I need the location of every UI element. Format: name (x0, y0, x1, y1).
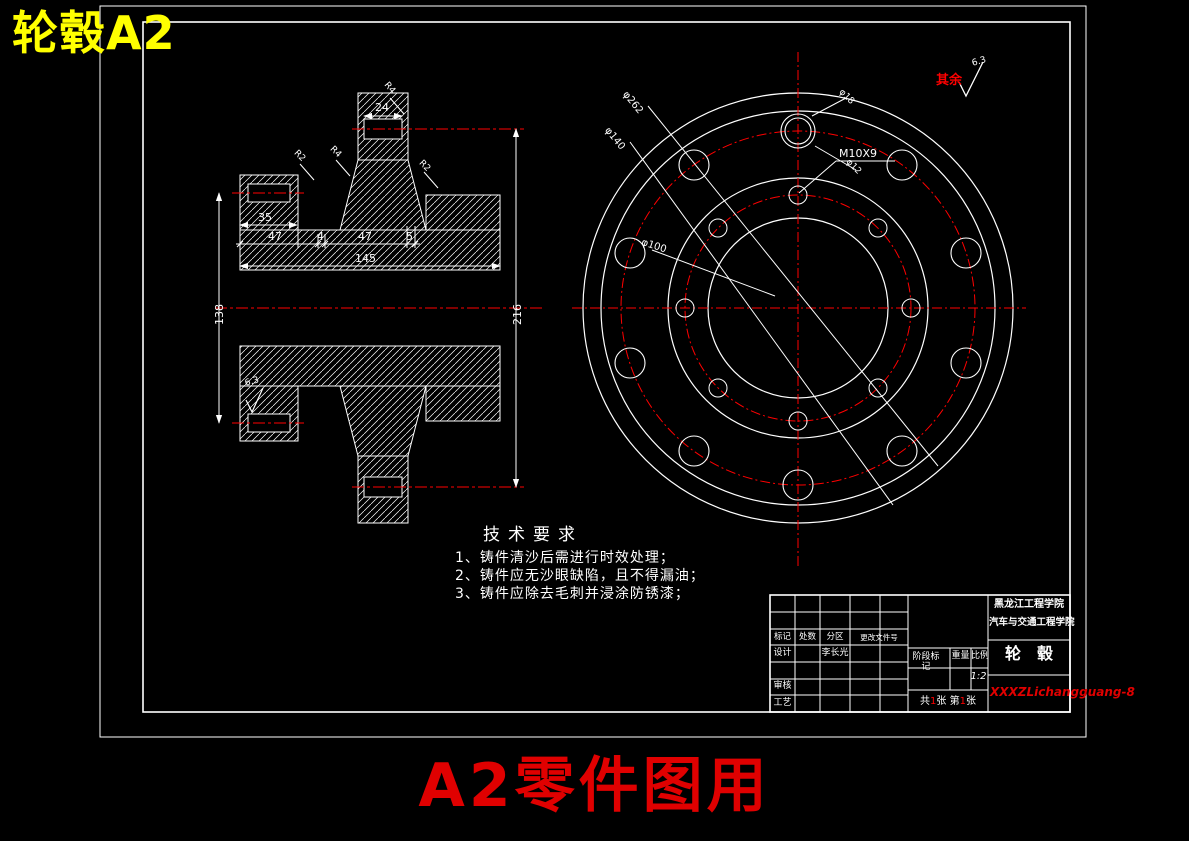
label-thread-spec: M10X9 (839, 147, 878, 160)
tech-requirement-item: 1、铸件清沙后需进行时效处理； (455, 550, 675, 566)
title-block-grid (769, 594, 1071, 713)
dim-seg3: 47 (358, 230, 372, 243)
titleblock-mark-label: 标记 (773, 632, 791, 642)
default-roughness-icon (958, 61, 984, 98)
tech-requirement-item: 3、铸件应除去毛刺并浸涂防锈漆； (455, 586, 690, 602)
dim-left-height: 138 (213, 304, 226, 325)
titleblock-designer-name: 李长光 (821, 648, 849, 658)
titleblock-weight-label: 重量 (951, 651, 970, 661)
dim-total-length: 145 (355, 252, 376, 265)
titleblock-design-label: 设计 (773, 648, 792, 658)
dim-seg1: 47 (268, 230, 282, 243)
titleblock-sheet-count: 共1张 第1张 (908, 697, 988, 707)
dim-seg2: 4 (317, 230, 324, 243)
sheet-border (99, 5, 1087, 738)
tech-requirements-title: 技术要求 (483, 525, 583, 545)
sheet-page-prefix: 第 (949, 696, 960, 707)
sheet-total-prefix: 共 (920, 696, 931, 707)
dim-boss-width: 24 (375, 101, 389, 114)
titleblock-process-label: 工艺 (773, 698, 792, 708)
surface-note-prefix: 其余 (936, 73, 963, 88)
titleblock-signature: XXXZLichangguang-8 (990, 685, 1135, 699)
titleblock-stage-label: 阶段标记 (912, 652, 940, 673)
sheet-page-unit: 张 (965, 696, 976, 707)
titleblock-scale-value: 1:2 (970, 671, 987, 682)
titleblock-school-line1: 黑龙江工程学院 (994, 599, 1064, 610)
front-view-art (572, 52, 1026, 568)
titleblock-scale-label: 比例 (971, 651, 990, 661)
tech-requirement-item: 2、铸件应无沙眼缺陷，且不得漏油； (455, 568, 705, 584)
sheet-size-label: 轮毂A2 (12, 6, 176, 60)
dim-flange-width: 35 (258, 211, 272, 224)
section-view-art (215, 92, 545, 524)
dim-seg4: 5 (406, 230, 413, 243)
titleblock-count-label: 处数 (798, 632, 816, 642)
titleblock-school-line2: 汽车与交通工程学院 (989, 617, 1075, 628)
sheet-total-unit: 张 (936, 696, 947, 707)
titleblock-zone-label: 分区 (826, 632, 844, 642)
surface-finish-icon (245, 387, 264, 414)
sheet-page-num: 1 (959, 696, 966, 707)
drawing-caption: A2零件图用 (418, 751, 771, 821)
titleblock-part-name: 轮毂 (1004, 644, 1069, 663)
titleblock-check-label: 审核 (773, 681, 792, 691)
dim-right-height: 216 (511, 304, 524, 325)
sheet-total-num: 1 (930, 696, 937, 707)
titleblock-docno-label: 更改文件号 (860, 633, 898, 642)
